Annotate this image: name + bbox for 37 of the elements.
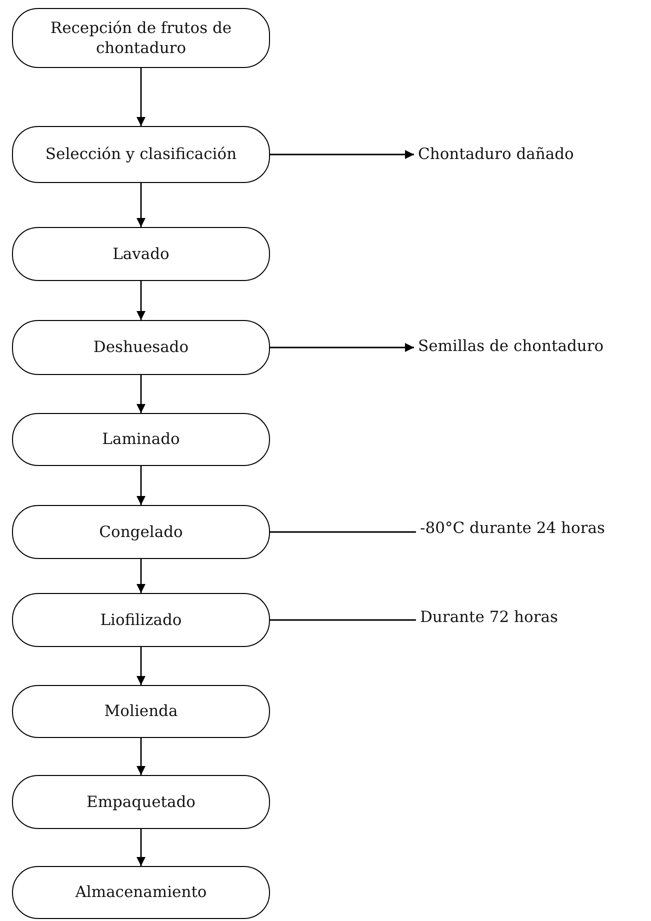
arrow bbox=[136, 829, 146, 866]
step-label: Selección y clasificación bbox=[45, 144, 237, 165]
arrow bbox=[136, 375, 146, 413]
connector-line bbox=[270, 619, 416, 621]
step-label: Almacenamiento bbox=[75, 882, 207, 903]
arrow bbox=[136, 281, 146, 320]
process-box bbox=[12, 8, 270, 68]
arrow bbox=[136, 466, 146, 505]
arrow bbox=[136, 559, 146, 593]
step-label: Congelado bbox=[99, 522, 183, 542]
process-box bbox=[12, 775, 270, 829]
output-label: -80°C durante 24 horas bbox=[420, 516, 650, 540]
step-label: Laminado bbox=[102, 429, 180, 450]
step-label: Deshuesado bbox=[93, 337, 189, 358]
connector-line bbox=[270, 531, 416, 533]
process-box bbox=[12, 866, 270, 919]
process-box bbox=[12, 593, 270, 647]
arrow bbox=[136, 183, 146, 227]
step-label: Lavado bbox=[112, 244, 170, 264]
step-label: Molienda bbox=[104, 701, 178, 722]
process-box bbox=[12, 126, 270, 183]
arrow bbox=[136, 647, 146, 685]
process-box bbox=[12, 413, 270, 466]
output-label: Chontaduro dañado bbox=[418, 142, 648, 166]
process-box bbox=[12, 505, 270, 559]
arrow bbox=[136, 738, 146, 775]
arrow bbox=[136, 68, 146, 126]
process-box bbox=[12, 227, 270, 281]
step-label: Empaquetado bbox=[86, 792, 196, 812]
process-box bbox=[12, 320, 270, 375]
arrow bbox=[270, 343, 414, 352]
step-label: Recepción de frutos de chontaduro bbox=[49, 18, 233, 58]
output-label: Durante 72 horas bbox=[420, 605, 650, 629]
process-box bbox=[12, 685, 270, 738]
arrow bbox=[270, 150, 414, 159]
output-label: Semillas de chontaduro bbox=[418, 334, 650, 358]
step-label: Liofilizado bbox=[100, 610, 182, 630]
